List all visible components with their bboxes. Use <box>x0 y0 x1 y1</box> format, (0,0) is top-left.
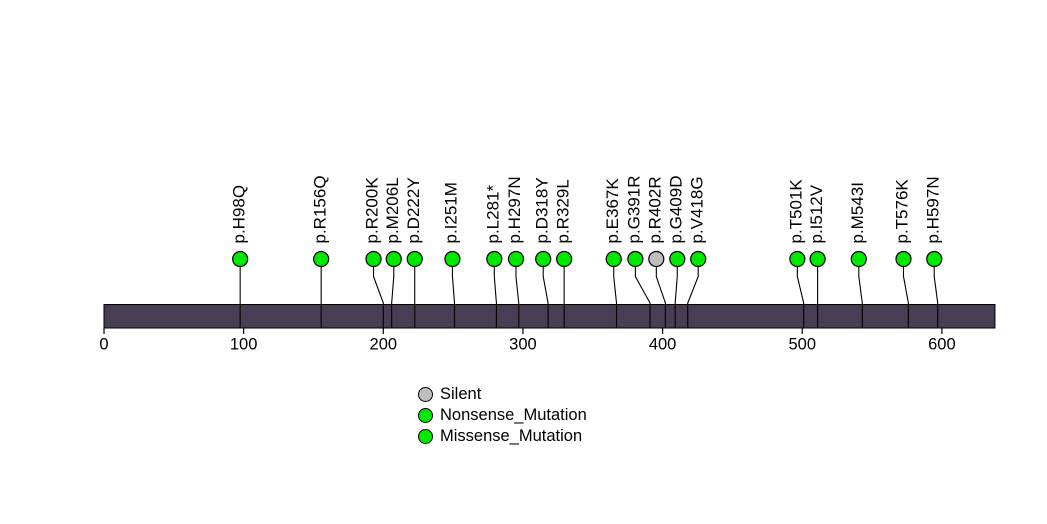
mutation-marker <box>507 250 525 268</box>
mutation-marker <box>669 250 686 268</box>
mutation-label: p.I512V <box>807 184 826 243</box>
mutation-label: p.R200K <box>363 177 382 244</box>
mutation-label: p.I251M <box>442 182 461 243</box>
mutation-marker <box>627 250 644 268</box>
axis-tick-label: 100 <box>230 336 258 354</box>
mutation-label: p.L281* <box>484 185 503 244</box>
legend-label: Missense_Mutation <box>440 427 583 445</box>
mutation-marker <box>232 250 249 268</box>
lollipop-stick <box>372 266 384 328</box>
silent-marker-icon <box>418 387 433 402</box>
mutation-label: p.D222Y <box>404 177 423 243</box>
mutation-marker <box>385 250 402 268</box>
legend-item-missense-mutation: Missense_Mutation <box>418 426 587 447</box>
mutation-marker <box>313 250 330 268</box>
missense-mutation-marker-icon <box>418 429 433 444</box>
mutation-label: p.G391R <box>625 175 644 243</box>
protein-backbone-bar <box>103 304 996 329</box>
lollipop-stick <box>542 266 549 328</box>
mutation-marker <box>556 250 573 268</box>
lollipop-stick <box>613 266 618 328</box>
mutation-marker <box>850 250 867 268</box>
mutation-label: p.V418G <box>687 176 706 243</box>
axis-tick-label: 500 <box>788 336 816 354</box>
mutation-label: p.R156Q <box>310 175 329 243</box>
mutation-label: p.M206L <box>383 177 402 243</box>
lollipop-stick <box>674 266 678 328</box>
mutation-label: p.H98Q <box>229 185 248 244</box>
mutation-marker <box>444 250 461 268</box>
mutation-label: p.H297N <box>505 176 524 243</box>
mutation-label: p.T576K <box>893 179 912 244</box>
lollipop-stick <box>493 266 497 328</box>
lollipop-stick <box>933 266 939 328</box>
axis-tick-label: 600 <box>928 336 956 354</box>
legend-label: Nonsense_Mutation <box>440 406 587 424</box>
axis-tick-label: 0 <box>99 336 108 354</box>
mutation-marker <box>809 250 826 268</box>
legend-label: Silent <box>440 385 482 403</box>
lollipop-stick <box>687 266 699 328</box>
mutation-marker <box>895 250 912 268</box>
mutation-label: p.G409D <box>666 175 685 243</box>
mutation-label: p.R402R <box>646 176 665 243</box>
mutation-marker <box>648 250 665 268</box>
mutation-label: p.R329L <box>553 179 572 243</box>
nonsense-mutation-marker-icon <box>418 408 433 423</box>
mutation-marker <box>690 250 707 268</box>
legend: Silent Nonsense_Mutation Missense_Mutati… <box>418 384 587 447</box>
axis-tick-label: 200 <box>370 336 398 354</box>
mutation-marker <box>789 250 806 268</box>
lollipop-stick <box>796 266 805 328</box>
lollipop-stick <box>902 266 909 328</box>
mutation-marker <box>535 250 552 268</box>
legend-item-silent: Silent <box>418 384 587 405</box>
lollipop-stick <box>451 266 456 328</box>
lollipop-stick <box>655 266 666 328</box>
mutation-marker <box>605 250 622 268</box>
mutation-marker <box>406 250 423 268</box>
mutation-label: p.E367K <box>603 178 622 244</box>
mutation-marker <box>365 250 382 268</box>
lollipop-stick <box>634 266 651 328</box>
mutation-label: p.D318Y <box>532 177 551 243</box>
mutation-label: p.H597N <box>923 176 942 243</box>
mutation-label: p.T501K <box>787 179 806 244</box>
mutation-marker <box>486 250 503 268</box>
mutation-marker <box>926 250 943 268</box>
lollipop-stick <box>858 266 863 328</box>
legend-item-nonsense-mutation: Nonsense_Mutation <box>418 405 587 426</box>
axis-tick-label: 400 <box>649 336 677 354</box>
lollipop-stick <box>515 266 520 328</box>
mutation-label: p.M543I <box>848 182 867 243</box>
axis-tick-label: 300 <box>509 336 537 354</box>
lollipop-stick <box>391 266 395 328</box>
